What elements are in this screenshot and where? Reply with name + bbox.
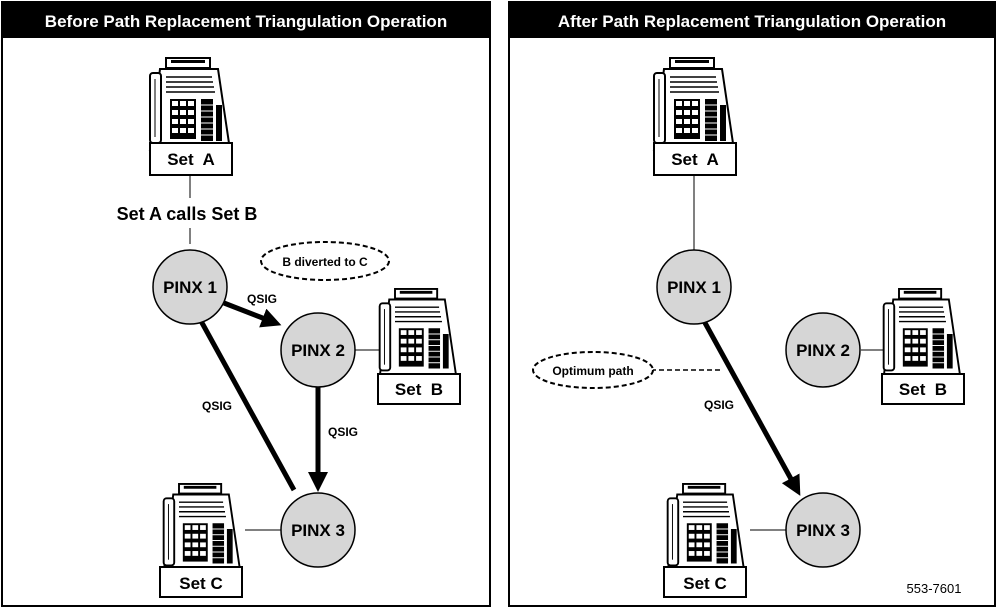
after-set-a-box [653, 142, 737, 176]
after-set-c-label: Set C [683, 574, 726, 593]
after-set-c-box [663, 566, 747, 598]
after-set-a-label: Set A [671, 150, 719, 169]
qsig-label-2-3: QSIG [328, 425, 358, 439]
optimum-path-callout [532, 351, 654, 389]
after-pinx2-node [785, 312, 861, 388]
set-b-box [377, 373, 461, 405]
before-panel: Before Path Replacement Triangulation Op… [1, 1, 491, 607]
before-title: Before Path Replacement Triangulation Op… [45, 12, 447, 31]
qsig-link-pinx1-pinx2 [223, 300, 282, 328]
figure-id: 553-7601 [907, 581, 962, 596]
set-a-phone-icon [149, 57, 231, 151]
before-title-bar [2, 2, 490, 38]
after-panel: After Path Replacement Triangulation Ope… [508, 1, 996, 607]
pinx1-node [152, 249, 228, 325]
set-c-box [159, 566, 243, 598]
pinx2-node [280, 312, 356, 388]
set-b-label: Set B [395, 380, 443, 399]
pinx3-node [280, 492, 356, 568]
set-a-label: Set A [167, 150, 215, 169]
diverted-callout [260, 241, 390, 281]
after-pinx3-node [785, 492, 861, 568]
after-set-a-phone-icon [653, 57, 735, 151]
set-c-label: Set C [179, 574, 222, 593]
set-b-phone-icon [378, 288, 458, 379]
after-pinx2-label: PINX 2 [796, 341, 850, 360]
qsig-label-1-3: QSIG [202, 399, 232, 413]
set-a-box [149, 142, 233, 176]
qsig-label-1-2: QSIG [247, 292, 277, 306]
after-title-bar [509, 2, 995, 38]
pinx1-label: PINX 1 [163, 278, 217, 297]
pinx3-label: PINX 3 [291, 521, 345, 540]
set-c-phone-icon [162, 483, 242, 574]
after-qsig-label-1-3: QSIG [704, 398, 734, 412]
optimum-path-text: Optimum path [552, 364, 633, 378]
after-set-c-phone-icon [666, 483, 746, 574]
after-pinx1-label: PINX 1 [667, 278, 721, 297]
after-pinx3-label: PINX 3 [796, 521, 850, 540]
call-label: Set A calls Set B [117, 204, 258, 224]
pinx2-label: PINX 2 [291, 341, 345, 360]
diverted-callout-text: B diverted to C [282, 255, 368, 269]
qsig-link-pinx1-pinx3 [198, 319, 297, 492]
after-title: After Path Replacement Triangulation Ope… [558, 12, 946, 31]
after-qsig-link-pinx1-pinx3 [701, 319, 801, 496]
after-set-b-box [881, 373, 965, 405]
after-pinx1-node [656, 249, 732, 325]
after-set-b-label: Set B [899, 380, 947, 399]
after-set-b-phone-icon [882, 288, 962, 379]
